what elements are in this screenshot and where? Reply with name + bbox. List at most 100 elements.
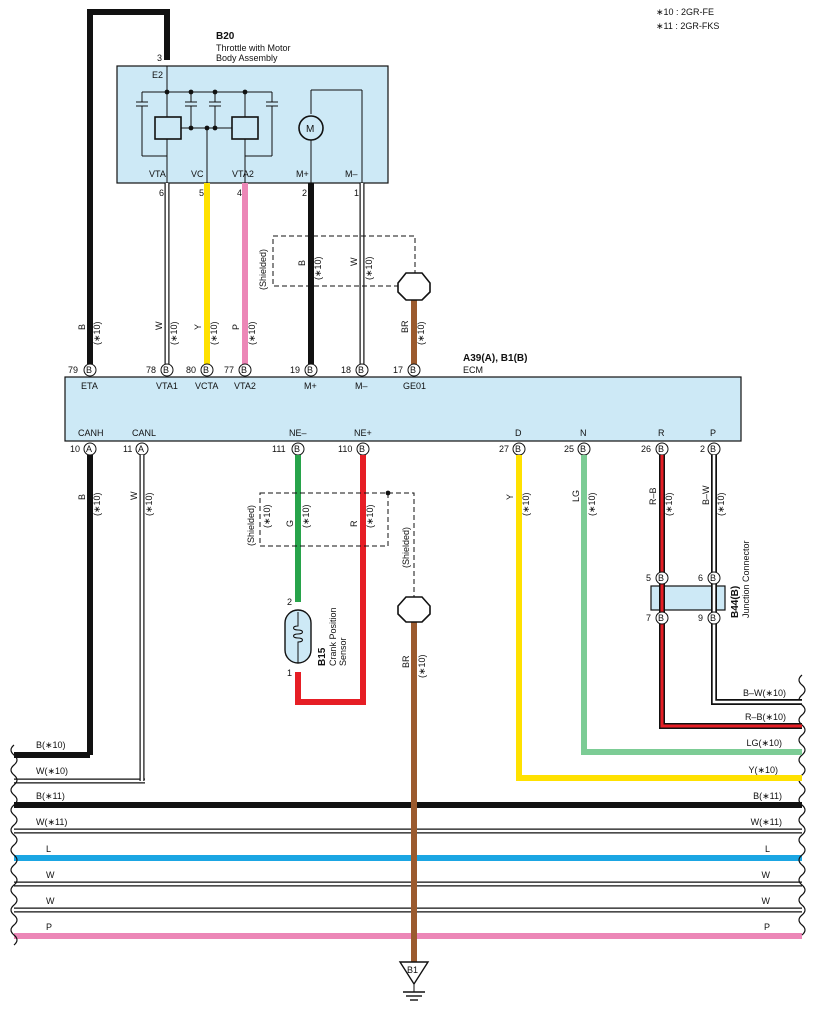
b20-num-5: 5 — [199, 188, 204, 198]
bus-lines — [14, 752, 802, 939]
svg-text:B: B — [359, 444, 365, 454]
b15-pin-2: 2 — [287, 597, 292, 607]
wire-neplus — [295, 455, 366, 705]
svg-text:NE+: NE+ — [354, 428, 372, 438]
bus-right-2: B(∗11) — [753, 791, 782, 801]
label-d: Y — [505, 494, 515, 500]
b44-pin-6: 6 — [698, 573, 703, 583]
motor-symbol: M — [298, 89, 363, 183]
wires-top — [87, 9, 417, 364]
b20-e2-label: E2 — [152, 70, 163, 80]
b20-pin-numbers: 6 5 4 2 1 — [159, 188, 359, 198]
label-ground: BR — [401, 655, 411, 668]
svg-text:B: B — [307, 365, 313, 375]
bus-break-right — [798, 674, 806, 936]
svg-text:B: B — [410, 365, 416, 375]
ecm-box — [64, 376, 742, 442]
svg-text:19: 19 — [290, 365, 300, 375]
b20-pin-vta2: VTA2 — [232, 169, 254, 179]
bus-left-7: P — [46, 922, 52, 932]
svg-text:VTA1: VTA1 — [156, 381, 178, 391]
svg-text:77: 77 — [224, 365, 234, 375]
right-bus-y: Y(∗10) — [748, 765, 778, 775]
svg-text:P: P — [710, 428, 716, 438]
legend-note-11: ∗11 : 2GR-FKS — [656, 21, 719, 31]
svg-text:18: 18 — [341, 365, 351, 375]
right-bus-labels: B–W(∗10) R–B(∗10) LG(∗10) Y(∗10) — [743, 688, 786, 775]
b20-pin-mminus: M– — [345, 169, 358, 179]
shield-ground-bottom — [397, 596, 431, 623]
svg-text:GE01: GE01 — [403, 381, 426, 391]
wire-d — [516, 455, 802, 781]
tag-eta: (∗10) — [92, 321, 102, 345]
label-neminus: G — [285, 520, 295, 527]
svg-text:R: R — [658, 428, 665, 438]
label-ge01: BR — [400, 320, 410, 333]
tag-vcta: (∗10) — [209, 321, 219, 345]
label-neplus: R — [349, 520, 359, 527]
ecm-pin-neplus: NE+110 B — [338, 428, 372, 456]
svg-text:B: B — [241, 365, 247, 375]
tag-neminus-shield: (∗10) — [262, 504, 272, 528]
svg-text:B: B — [658, 573, 664, 583]
svg-text:80: 80 — [186, 365, 196, 375]
svg-text:78: 78 — [146, 365, 156, 375]
label-n: LG — [571, 490, 581, 502]
right-bus-bw: B–W(∗10) — [743, 688, 786, 698]
b20-num-1: 1 — [354, 188, 359, 198]
svg-text:B: B — [294, 444, 300, 454]
b44-pin-7: 7 — [646, 613, 651, 623]
motor-label: M — [306, 124, 314, 135]
svg-text:110: 110 — [338, 444, 352, 454]
label-mminus: W — [349, 257, 359, 266]
wire-n — [581, 455, 802, 755]
bus-labels-left: B(∗10) W(∗10) B(∗11) W(∗11) L W W P — [36, 740, 68, 932]
ecm-code: A39(A), B1(B) — [463, 353, 527, 364]
svg-text:N: N — [580, 428, 587, 438]
right-bus-rb: R–B(∗10) — [745, 712, 786, 722]
b44-pin-9: 9 — [698, 613, 703, 623]
svg-text:VCTA: VCTA — [195, 381, 218, 391]
bus-labels-right: B(∗11) W(∗11) L W W P — [751, 791, 782, 932]
legend-note-10: ∗10 : 2GR-FE — [656, 7, 714, 17]
label-vcta: Y — [193, 324, 203, 330]
svg-text:VTA2: VTA2 — [234, 381, 256, 391]
b20-pin-vta: VTA — [149, 169, 166, 179]
b44-name: Junction Connector — [741, 540, 751, 618]
bus-break-left — [10, 744, 18, 946]
tag-mminus: (∗10) — [364, 256, 374, 280]
svg-text:A: A — [138, 444, 144, 454]
tag-n: (∗10) — [587, 492, 597, 516]
right-bus-lg: LG(∗10) — [746, 738, 782, 748]
bus-right-4: L — [765, 844, 770, 854]
tag-neplus: (∗10) — [365, 504, 375, 528]
svg-text:B: B — [710, 444, 716, 454]
b20-name-line1: Throttle with Motor — [216, 43, 291, 53]
bus-right-3: W(∗11) — [751, 817, 782, 827]
svg-text:B: B — [658, 613, 664, 623]
bus-left-1: W(∗10) — [36, 766, 68, 776]
shield-box-bottom — [259, 492, 389, 547]
ground-code: B1 — [407, 965, 418, 975]
wires-bottom — [87, 455, 802, 962]
b20-pin-mplus: M+ — [296, 169, 309, 179]
tag-canh: (∗10) — [92, 492, 102, 516]
wire-labels-top: B (∗10) W (∗10) Y (∗10) P (∗10) B (∗10) … — [77, 256, 426, 345]
b20-pin-vc: VC — [191, 169, 204, 179]
shielded-label-bottom-left: (Shielded) — [246, 505, 256, 546]
tag-vta2: (∗10) — [247, 321, 257, 345]
svg-text:79: 79 — [68, 365, 78, 375]
ground-icon: B1 — [398, 961, 430, 1001]
label-canl: W — [129, 491, 139, 500]
tag-neminus: (∗10) — [301, 504, 311, 528]
bus-left-2: B(∗11) — [36, 791, 65, 801]
b20-pin-labels: VTA VC VTA2 M+ M– — [149, 169, 358, 179]
svg-text:25: 25 — [564, 444, 574, 454]
label-vta1: W — [154, 321, 164, 330]
